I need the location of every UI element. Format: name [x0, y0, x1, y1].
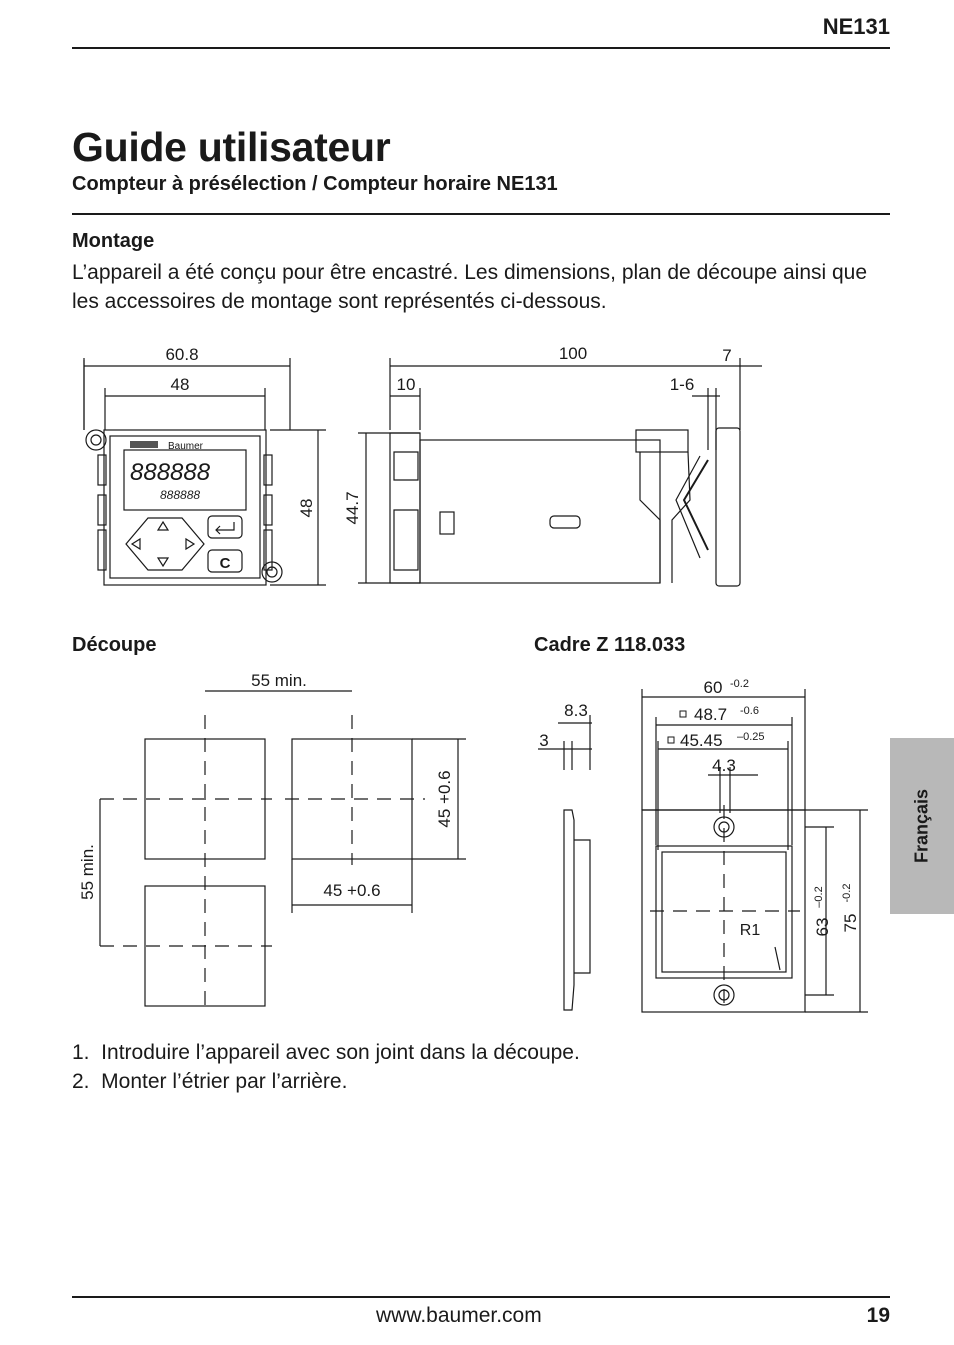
label-45-v: 45 +0.6: [435, 770, 454, 827]
brand-logo-icon: [130, 441, 158, 448]
bezel-side: [715, 427, 741, 587]
frame-hole-bottom: [713, 984, 735, 1006]
device-dimension-drawing: 60.8 48 48 Baumer 888888 888888 C 100 7 …: [83, 344, 762, 587]
label-55-h: 55 min.: [251, 671, 307, 690]
language-tab: Français: [890, 738, 954, 914]
label-7: 7: [722, 346, 731, 365]
page-title: Guide utilisateur: [72, 124, 391, 170]
header-rule: [72, 47, 890, 49]
label-60: 60: [704, 678, 723, 697]
label-48-h: 48: [297, 499, 316, 518]
square-icon: [679, 710, 687, 718]
language-tab-label: Français: [911, 788, 932, 864]
label-60-8: 60.8: [165, 345, 198, 364]
decoupe-drawing: 55 min. 55 min. 45 +0.6 45 +0.6: [78, 671, 466, 1010]
label-48-w: 48: [171, 375, 190, 394]
label-45-h: 45 +0.6: [323, 881, 380, 900]
brand-label: Baumer: [168, 441, 204, 452]
label-3: 3: [539, 731, 548, 750]
side-body: [419, 439, 661, 584]
label-63-tol: –0.2: [813, 886, 825, 907]
c-key: [207, 549, 243, 573]
label-r1: R1: [740, 922, 761, 939]
label-8-3: 8.3: [564, 701, 588, 720]
label-55-v: 55 min.: [78, 844, 97, 900]
label-45-45: 45.45: [680, 731, 723, 750]
model-name: NE131: [822, 14, 890, 39]
frame-opening-outer: [655, 845, 793, 979]
label-10: 10: [397, 375, 416, 394]
display-window: [123, 449, 247, 511]
instruction-steps: 1. Introduire l’appareil avec son joint …: [72, 1038, 580, 1096]
side-slot-right: [549, 515, 581, 529]
enter-key: [207, 515, 243, 539]
label-1-6: 1-6: [670, 375, 695, 394]
frame-profile: [563, 809, 575, 1011]
square-icon: [667, 736, 675, 744]
montage-heading: Montage: [72, 230, 155, 252]
c-key-label: C: [220, 555, 231, 572]
label-60-tol: -0.2: [730, 678, 749, 690]
sub-display: 888888: [160, 488, 200, 502]
label-100: 100: [559, 344, 587, 363]
title-rule: [72, 213, 890, 215]
mount-screw-right: [261, 561, 283, 583]
main-display: 888888: [130, 459, 211, 486]
label-63: 63: [813, 918, 832, 937]
cadre-heading: Cadre Z 118.033: [534, 634, 686, 656]
footer-rule: [72, 1296, 890, 1298]
label-75-tol: -0.2: [841, 884, 853, 903]
step-item: 1. Introduire l’appareil avec son joint …: [72, 1041, 580, 1064]
front-housing: [103, 429, 267, 586]
montage-text: L’appareil a été conçu pour être encastr…: [72, 261, 868, 313]
label-45-45-tol: –0.25: [737, 731, 765, 743]
page-number: 19: [866, 1304, 890, 1327]
nav-keypad: [125, 517, 205, 571]
label-48-7: 48.7: [694, 705, 727, 724]
step-item: 2. Monter l’étrier par l’arrière.: [72, 1070, 348, 1093]
side-slot-left: [439, 511, 455, 535]
label-44-7: 44.7: [343, 491, 362, 524]
mount-screw-left: [85, 429, 107, 451]
page-subtitle: Compteur à présélection / Compteur horai…: [72, 173, 558, 195]
label-75: 75: [841, 914, 860, 933]
decoupe-heading: Découpe: [72, 634, 157, 656]
cadre-drawing: 60 -0.2 48.7 -0.6 45.45 –0.25 4.3 8.3 3 …: [538, 678, 868, 1013]
label-4-3: 4.3: [712, 756, 736, 775]
footer-url: www.baumer.com: [376, 1304, 542, 1327]
label-48-7-tol: -0.6: [740, 705, 759, 717]
